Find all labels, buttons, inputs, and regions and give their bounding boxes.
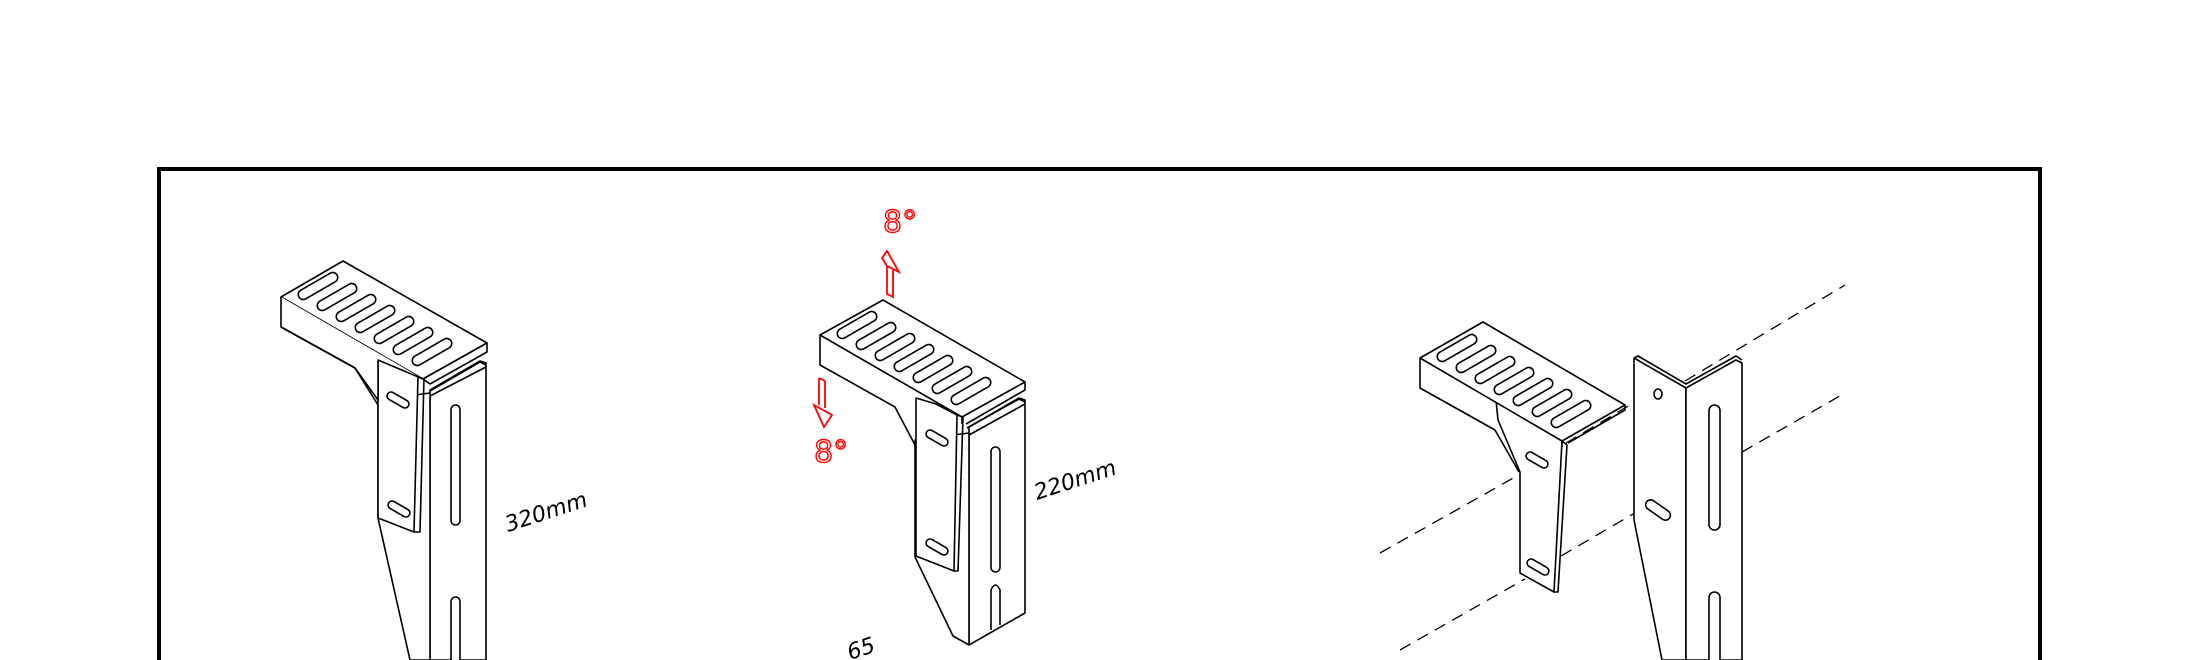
post-slot: [450, 404, 461, 526]
alignment-line: [1565, 404, 1631, 444]
post-slot: [1708, 591, 1721, 660]
top-plate-slots: [836, 310, 992, 406]
bracket-bolt-slot: [387, 500, 411, 518]
bracket-bolt-slot: [925, 429, 949, 447]
bracket-220-figure: 220mm 65 8° 8°: [812, 204, 1120, 660]
exploded-assembly-figure: [1379, 284, 1846, 660]
tilt-up-annotation: 8°: [880, 204, 918, 299]
alignment-line: [1741, 392, 1846, 453]
alignment-line: [1379, 462, 1541, 554]
angle-label-down: 8°: [814, 435, 848, 470]
bracket-bolt-slot: [386, 391, 410, 409]
alignment-line: [1399, 578, 1526, 651]
post-mount-hole: [1653, 388, 1663, 400]
post-slot: [450, 596, 461, 660]
top-plate-slots: [1436, 333, 1592, 429]
post-slot: [1708, 404, 1721, 531]
bracket-top-thickness: [1419, 358, 1626, 473]
post-top-lip: [966, 398, 1026, 436]
post-top-lip: [429, 361, 487, 397]
dimension-label-320: 320mm: [502, 488, 590, 538]
bottom-label-65: 65: [844, 633, 878, 660]
drawing-frame: [157, 167, 2042, 660]
alignment-line: [1684, 284, 1846, 382]
angle-post-top: [1633, 355, 1743, 385]
post-slot: [990, 446, 1001, 573]
tilt-down-annotation: 8°: [812, 377, 849, 471]
bracket-gusset: [280, 326, 379, 406]
bracket-top-thickness: [819, 335, 1026, 446]
bracket-320-figure: 320mm: [280, 260, 591, 660]
angle-label-up: 8°: [883, 205, 917, 240]
bracket-bolt-slot: [925, 538, 949, 556]
post-bolt-slot: [1644, 499, 1672, 521]
post-notch: [990, 584, 1001, 630]
bracket-bolt-slot: [1525, 451, 1549, 469]
bracket-bolt-slot: [1526, 558, 1550, 576]
arrow-down-icon: [812, 377, 834, 429]
top-plate-slots: [297, 271, 453, 367]
dimension-label-220: 220mm: [1031, 456, 1119, 506]
alignment-line: [1560, 506, 1646, 557]
arrow-up-icon: [880, 249, 902, 299]
bracket-plate-edge: [1554, 440, 1568, 593]
